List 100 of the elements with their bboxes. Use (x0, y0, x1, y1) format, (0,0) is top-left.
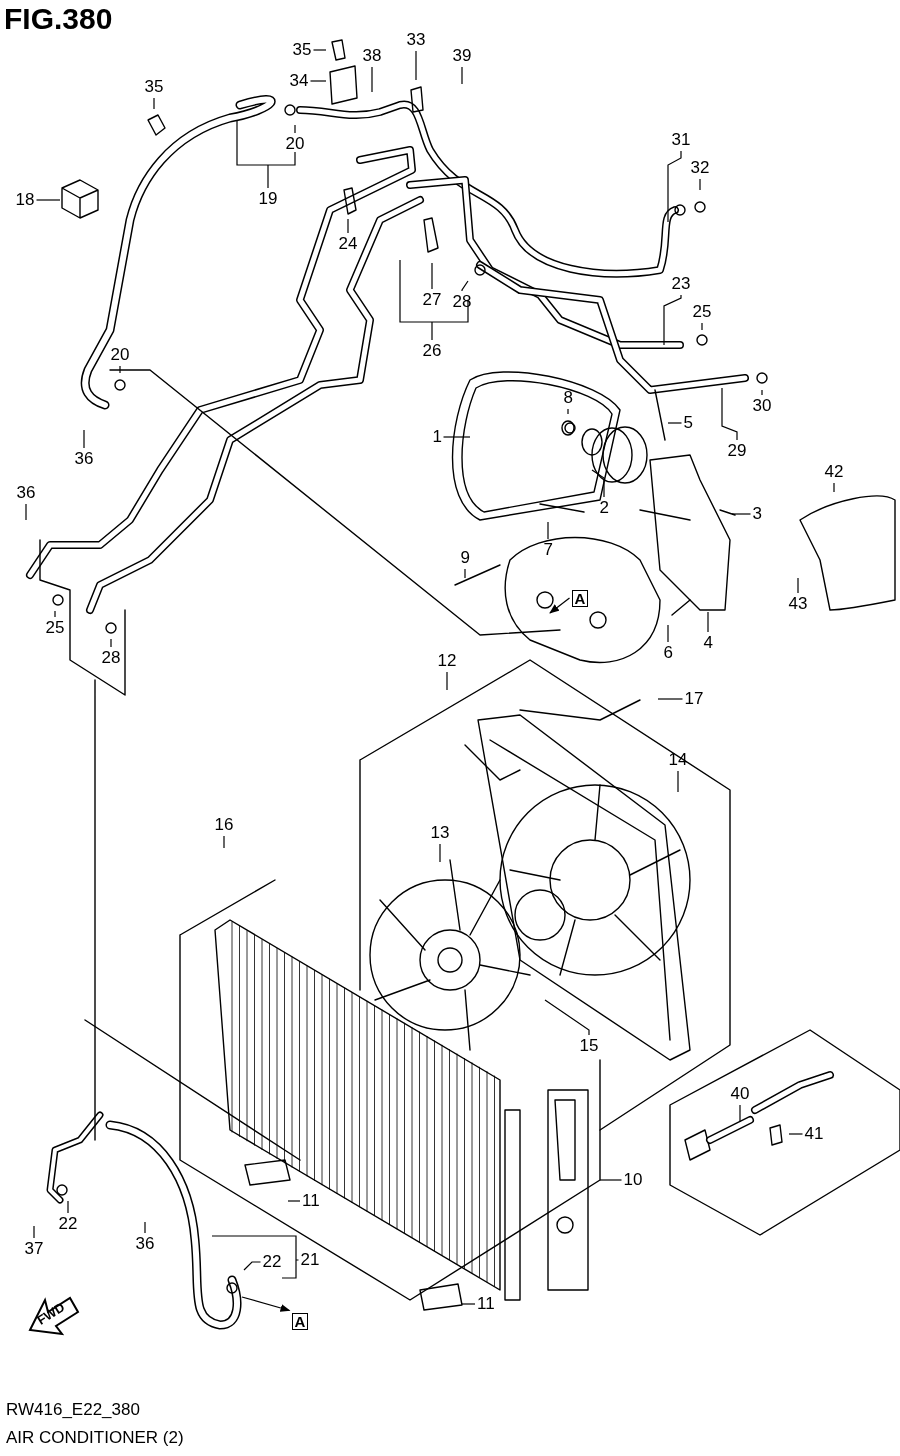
leader-line (54, 610, 56, 618)
leader-line (657, 698, 684, 700)
callout-number: 21 (300, 1251, 320, 1269)
leader-line (243, 1261, 262, 1271)
leader-line (707, 611, 709, 633)
callout-number: 12 (437, 652, 457, 670)
callout-number: 31 (671, 131, 691, 149)
callout-number: 19 (258, 190, 278, 208)
leader-line (567, 408, 569, 415)
callout-number: 41 (804, 1125, 824, 1143)
leader-line (371, 66, 373, 93)
callout-number: 22 (58, 1215, 78, 1233)
leader-line (667, 422, 683, 424)
callout-number: 5 (683, 414, 693, 432)
callout-number: 36 (135, 1235, 155, 1253)
reference-letter: A (291, 1312, 309, 1330)
leader-line (153, 97, 155, 110)
leader-line (461, 1303, 476, 1305)
leader-line (721, 387, 738, 441)
callout-number: 22 (262, 1253, 282, 1271)
leader-line (663, 294, 682, 346)
leader-line (119, 365, 121, 374)
callout-number: 10 (623, 1171, 643, 1189)
callout-number: 35 (292, 41, 312, 59)
callout-number: 37 (24, 1240, 44, 1258)
leader-line (399, 259, 469, 341)
leader-line (294, 124, 296, 134)
callout-number: 25 (45, 619, 65, 637)
callout-number: 39 (452, 47, 472, 65)
figure-title: FIG.380 (4, 2, 113, 36)
leader-line (461, 66, 463, 85)
callout-number: 8 (563, 389, 573, 407)
callout-number: 20 (110, 346, 130, 364)
callout-number: 20 (285, 135, 305, 153)
reference-letter: A (571, 589, 589, 607)
leader-line (223, 835, 225, 849)
figure-caption: AIR CONDITIONER (2) (6, 1428, 184, 1448)
leader-line (241, 1296, 291, 1312)
callout-number: 32 (690, 159, 710, 177)
leader-line (667, 624, 669, 643)
callout-number: 26 (422, 342, 442, 360)
leader-line (431, 262, 433, 290)
leader-line (788, 1133, 804, 1135)
callout-number: 3 (752, 505, 762, 523)
leader-line (110, 638, 112, 648)
leader-line (464, 568, 466, 579)
leader-line (731, 513, 752, 515)
callout-number: 33 (406, 31, 426, 49)
callout-number: 14 (668, 751, 688, 769)
callout-number: 17 (684, 690, 704, 708)
leader-line (236, 119, 296, 189)
callout-number: 34 (289, 72, 309, 90)
callout-number: 23 (671, 275, 691, 293)
callout-number: 24 (338, 235, 358, 253)
drawing-code: RW416_E22_380 (6, 1400, 140, 1420)
leader-line (309, 80, 327, 82)
callout-number: 7 (543, 541, 553, 559)
leader-line (599, 1179, 623, 1181)
leader-line (701, 322, 703, 331)
leader-line (797, 577, 799, 594)
callout-number: 29 (727, 442, 747, 460)
leader-line (312, 49, 327, 51)
leader-line (833, 482, 835, 493)
callout-number: 4 (703, 634, 713, 652)
leader-line (547, 521, 549, 540)
callout-number: 35 (144, 78, 164, 96)
leader-line (83, 429, 85, 449)
callout-number: 27 (422, 291, 442, 309)
callout-number: 18 (15, 191, 35, 209)
leader-line (25, 503, 27, 521)
callout-number: 11 (302, 1192, 320, 1210)
leader-line (439, 843, 441, 863)
callout-number: 36 (16, 484, 36, 502)
leader-line (591, 469, 605, 498)
leader-line (761, 389, 763, 396)
callout-number: 13 (430, 824, 450, 842)
leader-line (739, 1104, 741, 1123)
callout-number: 15 (579, 1037, 599, 1055)
callout-number: 2 (599, 499, 609, 517)
leader-line (144, 1221, 146, 1234)
callout-number: 30 (752, 397, 772, 415)
callout-number: 1 (432, 428, 442, 446)
callout-number: 11 (477, 1295, 495, 1313)
leader-line (442, 436, 471, 438)
leader-line (35, 199, 61, 201)
callout-number: 25 (692, 303, 712, 321)
leader-line (287, 1200, 301, 1202)
callout-number: 16 (214, 816, 234, 834)
callout-number: 28 (452, 293, 472, 311)
leader-line (699, 178, 701, 191)
leader-line (33, 1225, 35, 1239)
leader-line (67, 1200, 69, 1214)
callout-number: 9 (460, 549, 470, 567)
callout-number: 40 (730, 1085, 750, 1103)
callout-number: 6 (663, 644, 673, 662)
leader-line (677, 770, 679, 793)
callout-number: 42 (824, 463, 844, 481)
leader-line (544, 999, 590, 1036)
leader-line (347, 218, 349, 234)
leader-line (667, 150, 682, 223)
